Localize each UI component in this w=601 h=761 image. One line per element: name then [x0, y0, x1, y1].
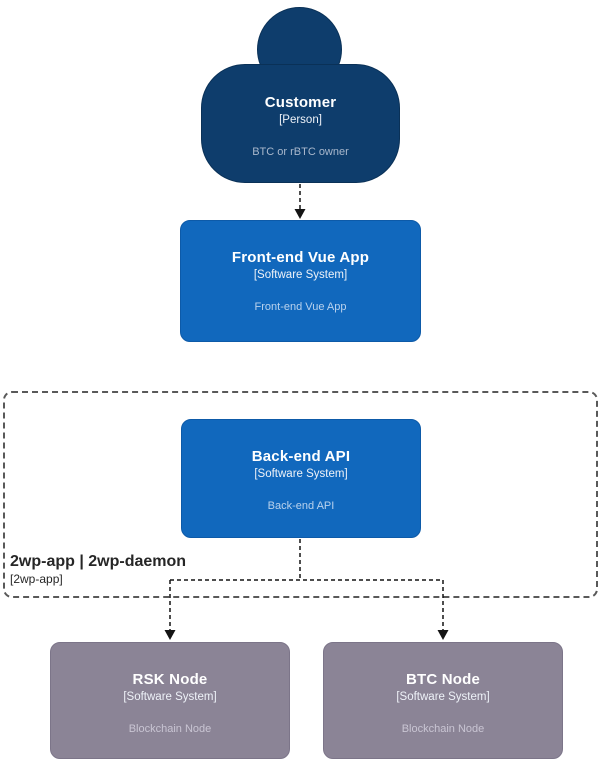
btc-text: BTC Node [Software System] Blockchain No… — [324, 643, 562, 758]
customer-text: Customer [Person] BTC or rBTC owner — [202, 65, 399, 182]
customer-title: Customer — [264, 94, 337, 111]
rsk-text: RSK Node [Software System] Blockchain No… — [51, 643, 289, 758]
rsk-title: RSK Node — [132, 671, 208, 688]
arrowhead-rsk — [164, 630, 176, 640]
backend-system-node: Back-end API [Software System] Back-end … — [181, 419, 421, 538]
backend-description: Back-end API — [267, 500, 335, 512]
frontend-title: Front-end Vue App — [231, 249, 370, 266]
customer-subtitle: [Person] — [279, 114, 322, 126]
backend-text: Back-end API [Software System] Back-end … — [182, 420, 420, 537]
rsk-node: RSK Node [Software System] Blockchain No… — [50, 642, 290, 759]
boundary-label: 2wp-app | 2wp-daemon [2wp-app] — [10, 552, 186, 587]
frontend-text: Front-end Vue App [Software System] Fron… — [181, 221, 420, 341]
arrowhead-frontend — [294, 209, 306, 219]
frontend-description: Front-end Vue App — [254, 301, 347, 313]
boundary-title: 2wp-app | 2wp-daemon — [10, 553, 187, 570]
customer-person-node: Customer [Person] BTC or rBTC owner — [201, 64, 400, 183]
frontend-subtitle: [Software System] — [253, 269, 348, 281]
rsk-description: Blockchain Node — [128, 723, 212, 735]
btc-title: BTC Node — [405, 671, 481, 688]
rsk-subtitle: [Software System] — [123, 691, 217, 703]
frontend-system-node: Front-end Vue App [Software System] Fron… — [180, 220, 421, 342]
backend-title: Back-end API — [251, 448, 351, 465]
btc-subtitle: [Software System] — [396, 691, 490, 703]
boundary-subtitle: [2wp-app] — [10, 572, 63, 586]
customer-description: BTC or rBTC owner — [252, 146, 349, 158]
backend-subtitle: [Software System] — [254, 468, 348, 480]
arrowhead-btc — [437, 630, 449, 640]
btc-node: BTC Node [Software System] Blockchain No… — [323, 642, 563, 759]
btc-description: Blockchain Node — [401, 723, 485, 735]
